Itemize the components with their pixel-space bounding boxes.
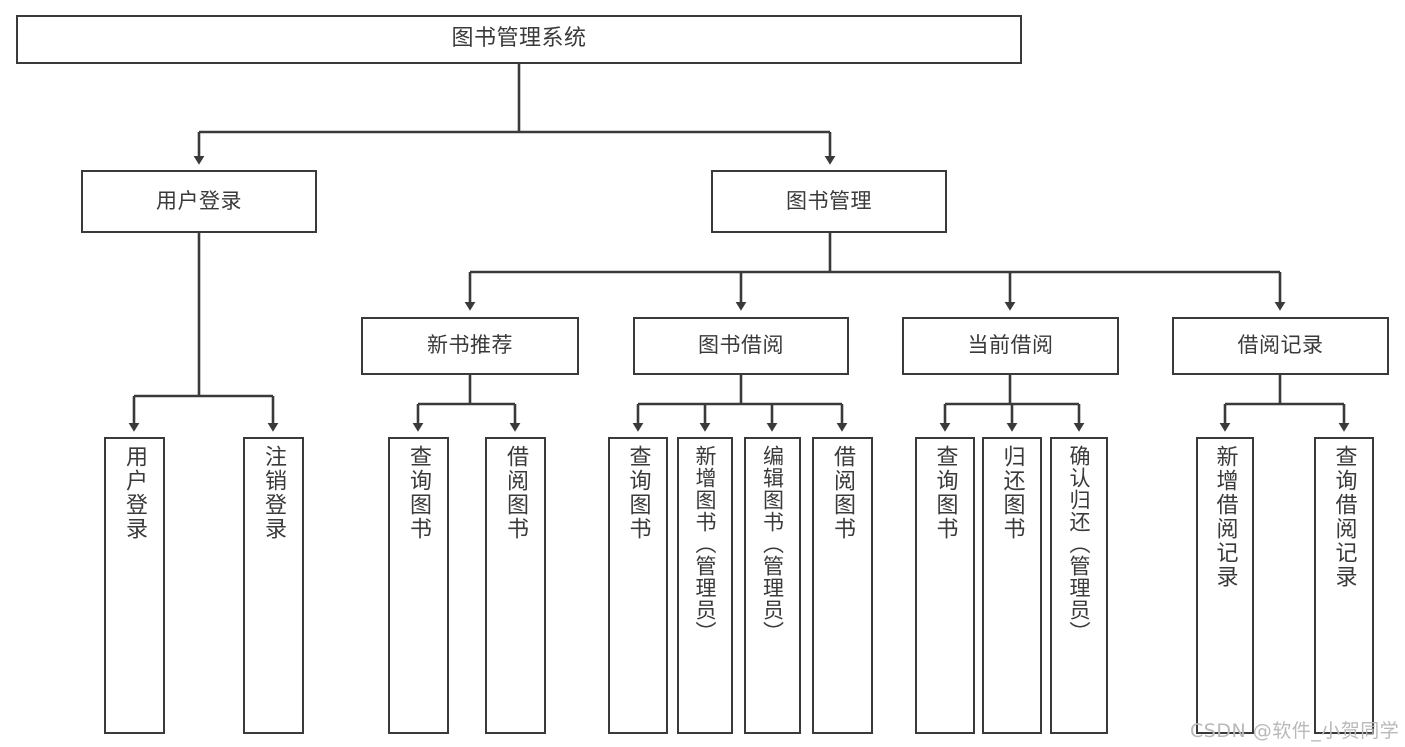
node-label: 查询图书	[406, 445, 432, 541]
node-leaf-add-book-admin[interactable]: 新增图书（管理员）	[677, 437, 733, 734]
node-label: 注销登录	[261, 445, 287, 541]
node-label: 用户登录	[156, 188, 242, 213]
node-label: 图书管理系统	[451, 26, 587, 52]
node-leaf-query-book-recommend[interactable]: 查询图书	[388, 437, 449, 734]
node-leaf-logout-login[interactable]: 注销登录	[243, 437, 304, 734]
node-label: 图书管理	[786, 188, 872, 213]
csdn-watermark: CSDN @软件_小贺同学	[1190, 720, 1400, 742]
node-label: 用户登录	[122, 445, 148, 541]
node-leaf-confirm-return-admin[interactable]: 确认归还（管理员）	[1050, 437, 1108, 734]
node-user-login[interactable]: 用户登录	[81, 170, 317, 233]
node-label: 当前借阅	[967, 333, 1054, 358]
node-leaf-return-book[interactable]: 归还图书	[982, 437, 1042, 734]
node-leaf-user-login[interactable]: 用户登录	[104, 437, 165, 734]
node-current-borrow[interactable]: 当前借阅	[902, 317, 1119, 375]
node-label: 借阅图书	[503, 445, 529, 541]
node-leaf-query-borrow-record[interactable]: 查询借阅记录	[1314, 437, 1374, 734]
node-new-book-recommend[interactable]: 新书推荐	[361, 317, 579, 375]
node-book-management[interactable]: 图书管理	[711, 170, 947, 233]
node-leaf-borrow-book-recommend[interactable]: 借阅图书	[485, 437, 546, 734]
node-label: 新增借阅记录	[1212, 445, 1238, 589]
node-leaf-query-book-current[interactable]: 查询图书	[915, 437, 975, 734]
node-label: 查询图书	[625, 445, 651, 541]
node-label: 新增图书（管理员）	[693, 445, 718, 643]
node-label: 借阅记录	[1237, 333, 1324, 358]
node-label: 查询图书	[932, 445, 958, 541]
node-label: 确认归还（管理员）	[1067, 445, 1092, 643]
node-label: 查询借阅记录	[1331, 445, 1357, 589]
node-book-borrow[interactable]: 图书借阅	[633, 317, 849, 375]
node-leaf-add-borrow-record[interactable]: 新增借阅记录	[1196, 437, 1254, 734]
node-leaf-borrow-book[interactable]: 借阅图书	[812, 437, 873, 734]
node-label: 图书借阅	[698, 333, 784, 358]
node-label: 归还图书	[999, 445, 1025, 541]
node-label: 新书推荐	[427, 333, 513, 358]
node-label: 编辑图书（管理员）	[760, 445, 785, 643]
node-borrow-record[interactable]: 借阅记录	[1172, 317, 1389, 375]
node-book-management-system[interactable]: 图书管理系统	[16, 15, 1022, 64]
node-leaf-query-book-borrow[interactable]: 查询图书	[608, 437, 668, 734]
node-label: 借阅图书	[830, 445, 856, 541]
node-leaf-edit-book-admin[interactable]: 编辑图书（管理员）	[744, 437, 801, 734]
